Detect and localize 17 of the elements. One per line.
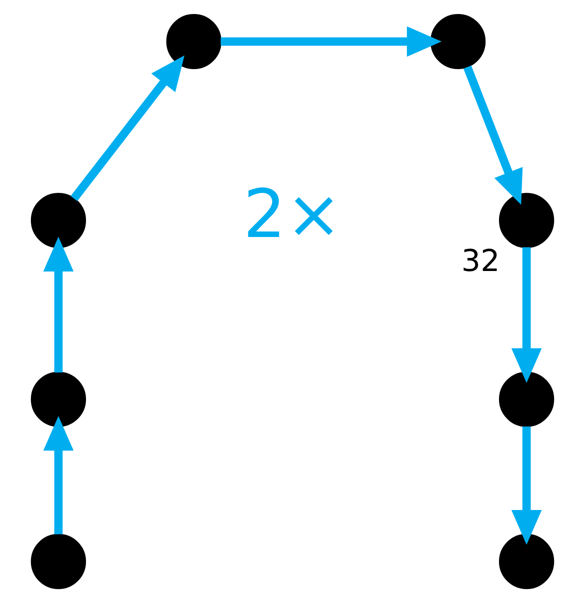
node-circle xyxy=(498,372,554,427)
arrow xyxy=(462,66,522,205)
node-circle xyxy=(498,534,554,590)
node-label: 32 xyxy=(460,244,500,280)
node-circle xyxy=(30,372,86,427)
node-circle xyxy=(30,534,86,590)
node-circle xyxy=(430,14,486,70)
node-circle xyxy=(166,14,221,70)
node-circle xyxy=(498,192,554,248)
arrow xyxy=(510,247,542,383)
arrow xyxy=(510,426,542,545)
arrow xyxy=(70,55,184,202)
arrow xyxy=(42,416,74,534)
node-circle xyxy=(30,192,86,248)
arrow xyxy=(220,26,442,57)
arrow xyxy=(42,236,74,372)
label: 2× xyxy=(242,175,342,254)
